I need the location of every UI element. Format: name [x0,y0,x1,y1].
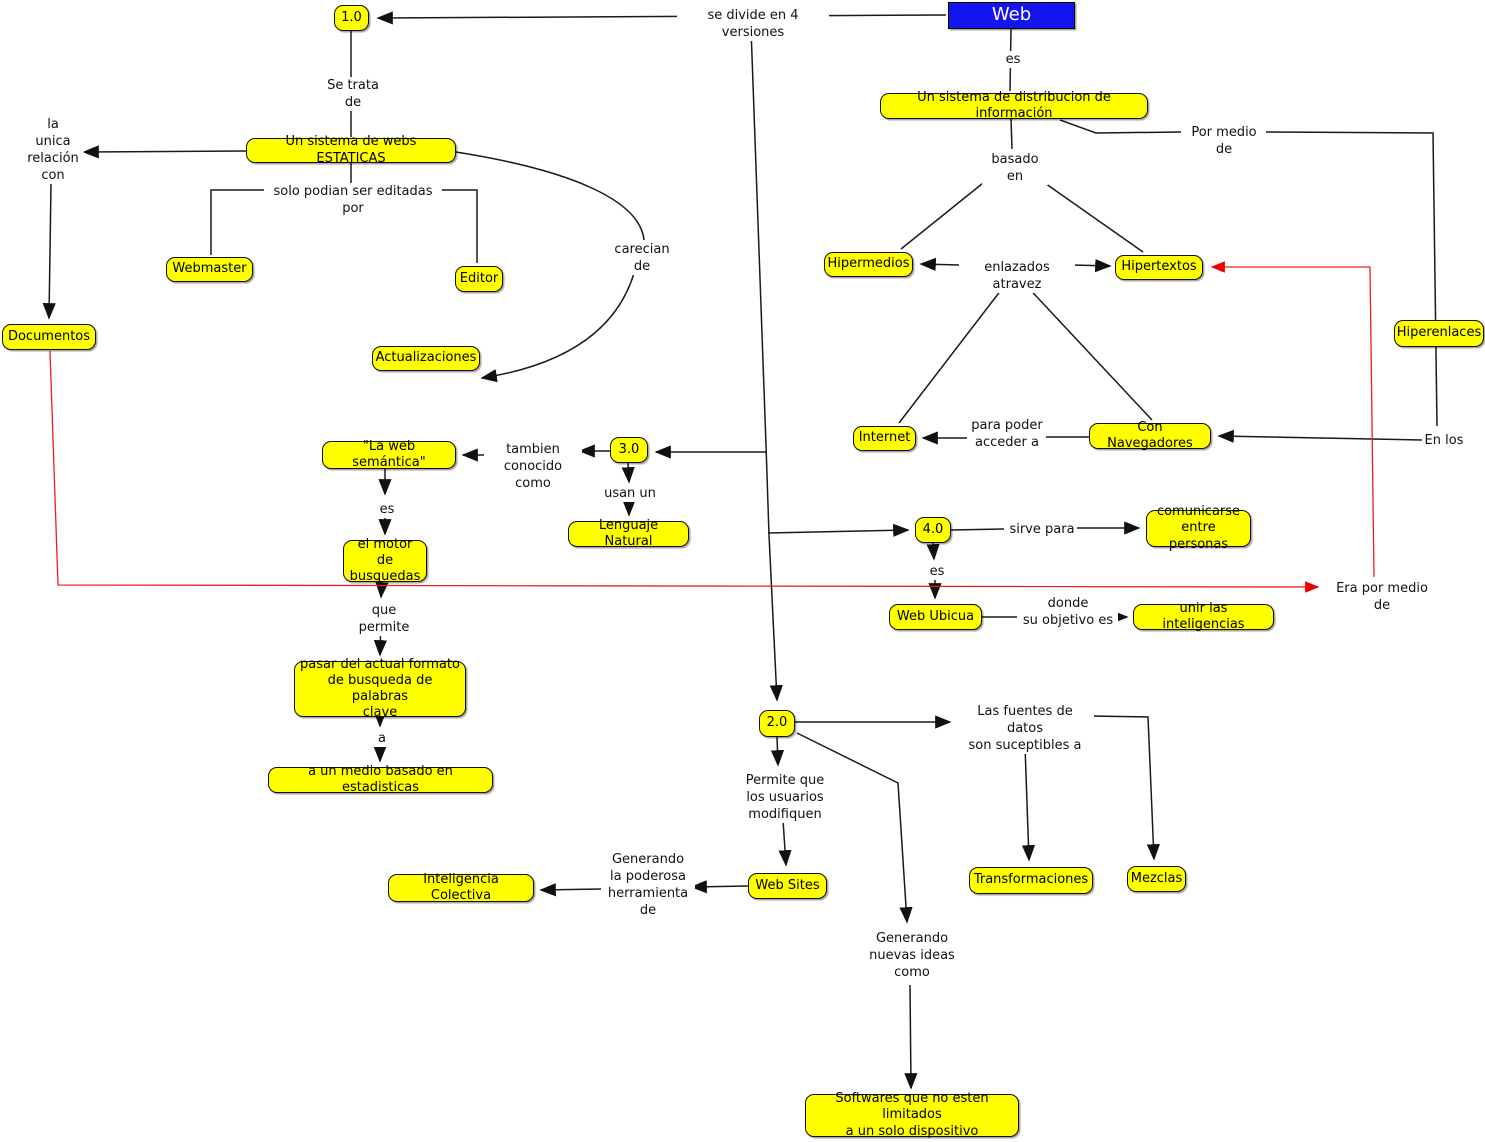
edge-estaticas-launica [82,145,247,159]
label-sirve-para: sirve para [1007,521,1077,538]
label-a: a [372,730,392,747]
edge-v20-permiteque [770,736,785,767]
label-es-40: es [925,563,949,580]
edge-carecian-actualizaciones [480,261,638,383]
edge-motor-quepermite [375,581,389,599]
label-era-por-medio: Era por medio de [1328,580,1436,614]
label-generando-nuevas: Generando nuevas ideas como [862,930,962,981]
node-version-3-0[interactable]: 3.0 [610,437,648,463]
node-webmaster[interactable]: Webmaster [166,257,253,282]
edge-web-sedivide-v10 [376,11,947,25]
node-webs-estaticas[interactable]: Un sistema de webs ESTATICAS [246,134,456,166]
edge-spine-v40 [767,523,910,537]
edge-enlazados-navegadores [1021,280,1153,421]
edge-enlazados-hipermedios [919,257,960,271]
label-es-web: es [1001,51,1025,68]
node-unir-inteligencias[interactable]: unir las inteligencias [1133,601,1274,632]
edge-lasfuentes-mezclas [1088,715,1160,861]
node-web-semantica[interactable]: "La web semántica" [322,439,456,470]
label-para-poder: para poder acceder a [968,417,1046,451]
node-lenguaje-natural[interactable]: Lenguaje Natural [568,518,689,549]
node-distribucion-informacion[interactable]: Un sistema de distribucion de informació… [880,90,1148,121]
edge-distribucion-pormedio [1059,119,1182,134]
edge-solopodian-webmaster [210,189,264,255]
edge-launica-documentos [42,183,56,320]
edge-enlazados-hipertextos [1072,259,1112,273]
label-las-fuentes: Las fuentes de datos son suceptibles a [956,703,1094,754]
label-por-medio-de: Por medio de [1182,124,1266,158]
edge-v20-generandonuevas [796,732,913,924]
node-internet[interactable]: Internet [853,426,916,451]
label-generando-poderosa: Generando la poderosa herramienta de [601,851,695,919]
label-que-permite: que permite [343,602,425,636]
edge-generandonuevas-softwares [904,984,918,1090]
label-solo-podian: solo podian ser editadas por [264,183,442,217]
node-hipertextos[interactable]: Hipertextos [1115,255,1203,280]
edge-estaticas-carecian [455,151,645,241]
node-web-root[interactable]: Web [948,2,1075,29]
edge-enlazados-internet [898,280,1009,424]
label-carecian-de: carecian de [604,241,680,275]
edge-sedivide-spine [750,27,783,702]
edge-enlos-navegadores [1217,429,1423,443]
node-inteligencia-colectiva[interactable]: Inteligencia Colectiva [388,872,534,903]
label-basado-en: basado en [982,151,1048,185]
node-transformaciones[interactable]: Transformaciones [969,867,1093,894]
node-version-2-0[interactable]: 2.0 [759,710,795,737]
node-pasar-formato[interactable]: pasar del actual formato de busqueda de … [294,657,466,720]
edge-solopodian-editor [438,189,478,263]
node-version-1-0[interactable]: 1.0 [334,5,369,31]
node-editor[interactable]: Editor [455,266,503,292]
node-con-navegadores[interactable]: Con Navegadores [1089,420,1211,451]
label-tambien-conocido: tambien conocido como [484,441,582,492]
edge-v40-sirvepara [950,528,1005,531]
label-se-divide: se divide en 4 versiones [677,7,829,41]
label-enlazados-atravez: enlazados atravez [959,259,1075,293]
node-version-4-0[interactable]: 4.0 [915,517,951,543]
label-usan-un: usan un [602,485,658,502]
edge-red-documentos-era [49,350,1320,593]
edge-pormedio-hiperenlaces-enlos [1262,131,1438,427]
label-en-los: En los [1422,432,1466,449]
node-web-sites[interactable]: Web Sites [748,873,827,899]
node-comunicarse-personas[interactable]: comunicarse entre personas [1146,504,1251,552]
label-donde-objetivo: donde su objetivo es [1018,595,1118,629]
edge-lasfuentes-transformaciones [1021,745,1036,862]
node-actualizaciones[interactable]: Actualizaciones [372,346,480,371]
node-mezclas[interactable]: Mezclas [1127,866,1186,892]
edge-v30-usanun [621,462,635,484]
label-es-semantica: es [375,501,399,518]
label-la-unica-relacion: la unica relación con [22,116,84,184]
node-web-ubicua[interactable]: Web Ubicua [889,604,982,630]
edge-permiteque-websites [778,819,792,867]
node-hipermedios[interactable]: Hipermedios [824,252,913,277]
node-documentos[interactable]: Documentos [2,324,96,350]
node-hiperenlaces[interactable]: Hiperenlaces [1394,320,1484,347]
edge-distribucion-basado [1010,118,1013,150]
edge-generando-inteligencia [539,883,602,897]
label-permite-que: Permite que los usuarios modifiquen [742,772,828,823]
node-softwares-dispositivo[interactable]: Softwares que no esten limitados a un so… [805,1091,1019,1139]
edge-v40-es [926,542,940,561]
node-medio-estadisticas[interactable]: a un medio basado en estadisticas [268,764,493,795]
node-motor-busquedas[interactable]: el motor de busquedas [343,537,427,584]
edge-red-era-hipertextos [1210,261,1375,578]
label-se-trata-de: Se trata de [316,77,390,111]
edge-websites-generando [690,880,749,894]
